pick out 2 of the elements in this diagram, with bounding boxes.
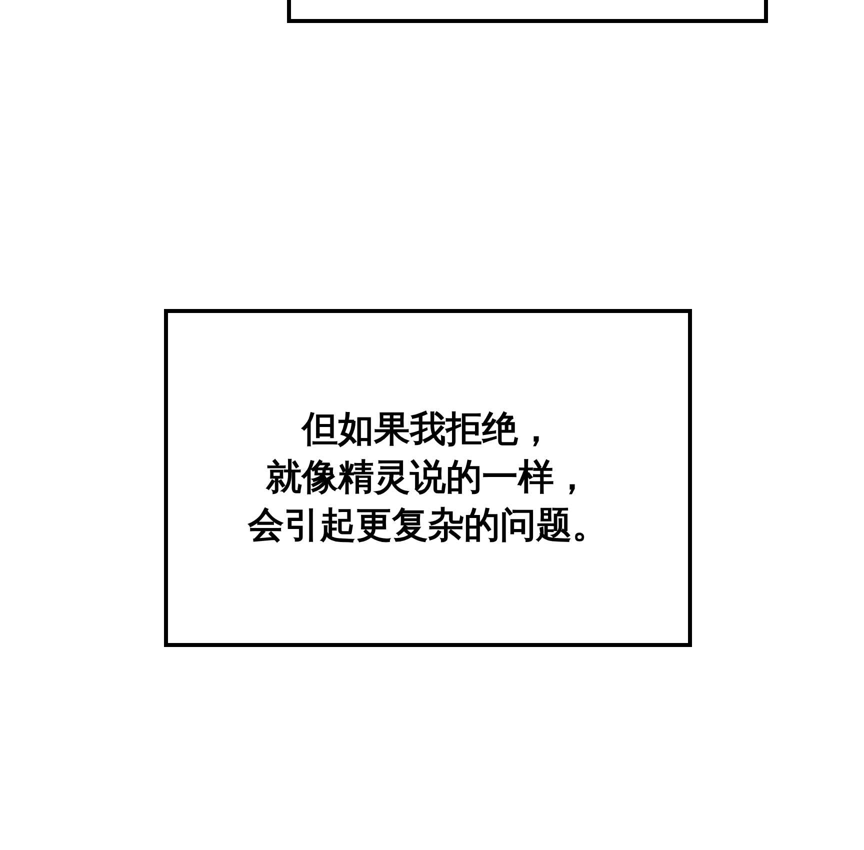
caption-text: 但如果我拒绝，就像精灵说的一样，会引起更复杂的问题。 <box>248 408 608 548</box>
caption-box <box>164 309 692 647</box>
